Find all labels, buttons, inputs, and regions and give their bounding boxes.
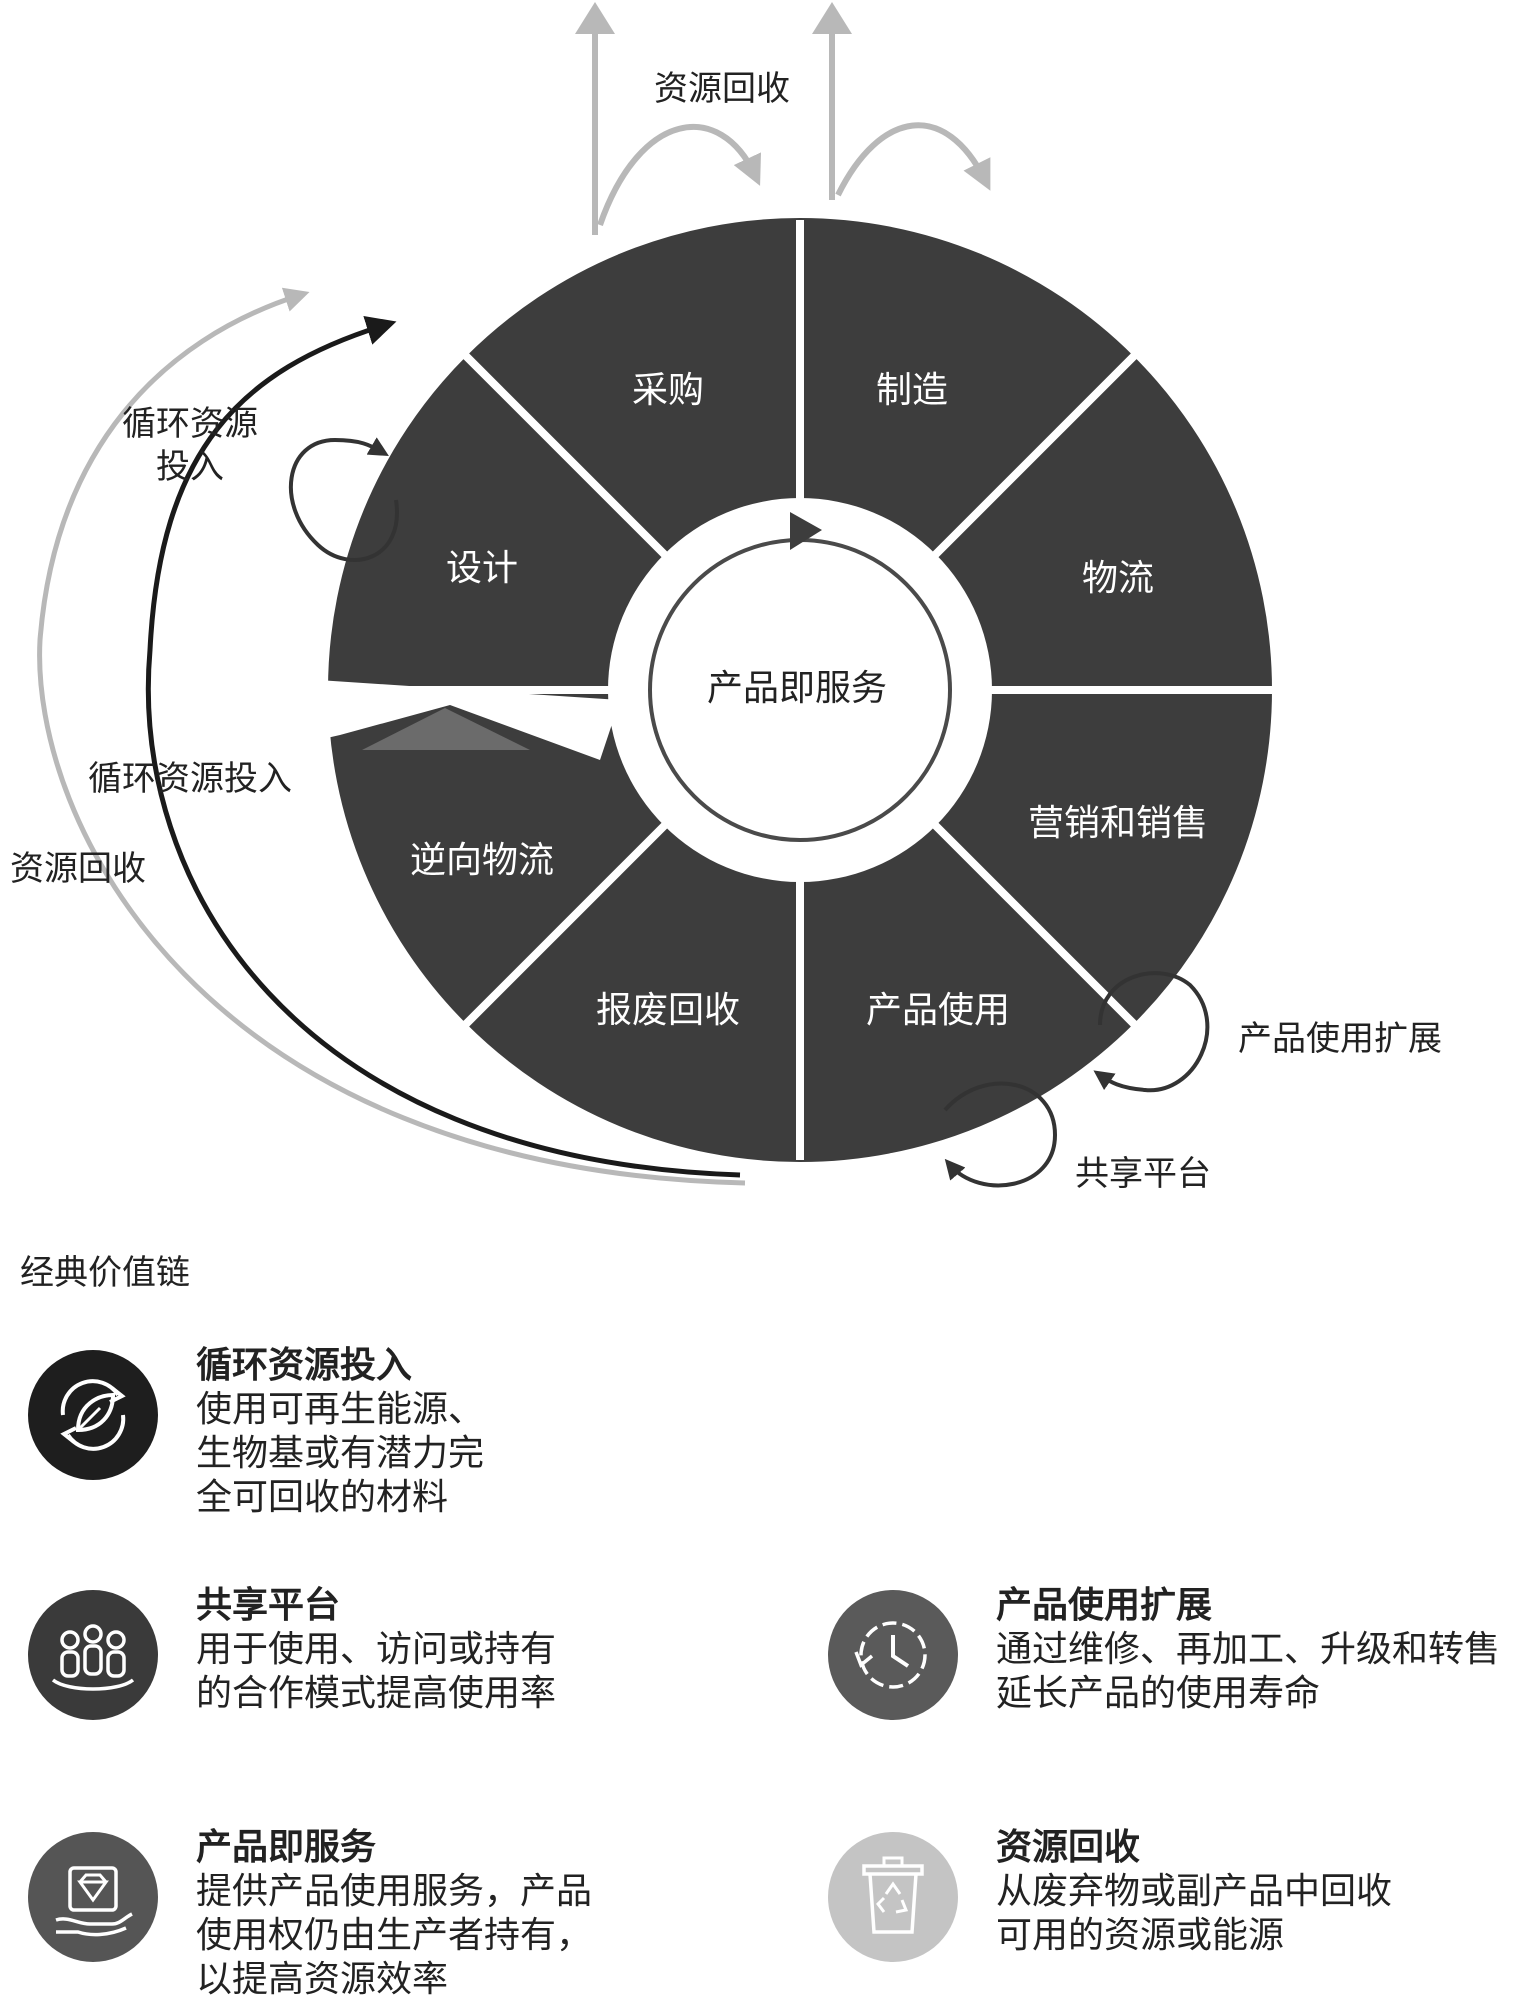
leaf-cycle-icon bbox=[28, 1350, 158, 1480]
wheel-segments bbox=[328, 218, 1272, 1162]
top-recovery-arrows bbox=[575, 2, 991, 235]
recycle-bin-icon bbox=[828, 1832, 958, 1962]
label-circular-input-lower: 循环资源投入 bbox=[88, 759, 292, 799]
label-life-extension: 产品使用扩展 bbox=[1238, 1019, 1442, 1059]
missing-piece-shadow bbox=[362, 708, 530, 750]
label-top-resource-recovery: 资源回收 bbox=[654, 69, 790, 109]
segment-label-manufacturing: 制造 bbox=[876, 370, 948, 411]
center-cycle-arrow bbox=[648, 512, 952, 842]
people-group-icon bbox=[28, 1590, 158, 1720]
legend-desc: 使用可再生能源、 生物基或有潜力完 全可回收的材料 bbox=[196, 1389, 485, 1518]
segment-label-procurement: 采购 bbox=[632, 370, 704, 411]
center-hub bbox=[608, 498, 992, 882]
segment-label-marketing: 营销和销售 bbox=[1028, 803, 1208, 844]
legend-title: 循环资源投入 bbox=[196, 1345, 413, 1386]
label-sharing-platform: 共享平台 bbox=[1075, 1154, 1211, 1194]
clock-cycle-icon bbox=[828, 1590, 958, 1720]
segment-label-reverse-logistics: 逆向物流 bbox=[410, 840, 554, 881]
segment-design bbox=[328, 356, 670, 690]
circular-value-chain-diagram: 采购 制造 物流 营销和销售 产品使用 报废回收 逆向物流 设计 产品即服务 资… bbox=[10, 2, 1442, 1194]
design-loop-arrow bbox=[288, 437, 399, 562]
segment-procurement bbox=[466, 218, 800, 560]
legend-title: 产品使用扩展 bbox=[996, 1585, 1213, 1626]
segment-marketing bbox=[930, 690, 1272, 1024]
center-label: 产品即服务 bbox=[707, 668, 887, 709]
label-circular-input-upper-2: 投入 bbox=[156, 447, 224, 487]
legend-desc: 从废弃物或副产品中回收 可用的资源或能源 bbox=[996, 1871, 1393, 1956]
diamond-hand-icon bbox=[28, 1832, 158, 1962]
sharing-loop-arrow bbox=[943, 1081, 1058, 1188]
legend-title: 产品即服务 bbox=[196, 1827, 377, 1868]
label-circular-input-upper-1: 循环资源 bbox=[122, 404, 258, 444]
legend-desc: 用于使用、访问或持有 的合作模式提高使用率 bbox=[196, 1629, 557, 1714]
legend-desc: 提供产品使用服务，产品 使用权仍由生产者持有， 以提高资源效率 bbox=[196, 1871, 593, 2000]
legend-title: 共享平台 bbox=[196, 1585, 341, 1626]
life-extension-loop-arrow bbox=[1093, 971, 1210, 1093]
legend-heading: 经典价值链 bbox=[20, 1253, 190, 1293]
segment-recycling bbox=[466, 820, 800, 1162]
segment-logistics bbox=[930, 356, 1272, 690]
segment-product-use bbox=[800, 820, 1134, 1162]
segment-label-logistics: 物流 bbox=[1082, 558, 1154, 599]
segment-label-design: 设计 bbox=[446, 548, 518, 589]
segment-reverse-logistics bbox=[328, 690, 670, 1024]
missing-piece-gap bbox=[318, 680, 620, 760]
segment-label-recycling: 报废回收 bbox=[596, 990, 740, 1031]
segment-manufacturing bbox=[800, 218, 1134, 560]
legend-title: 资源回收 bbox=[996, 1827, 1141, 1868]
legend-desc: 通过维修、再加工、升级和转售 延长产品的使用寿命 bbox=[996, 1629, 1501, 1714]
segment-label-product-use: 产品使用 bbox=[866, 990, 1010, 1031]
label-left-resource-recovery: 资源回收 bbox=[10, 849, 146, 889]
left-cycle-arcs bbox=[37, 287, 746, 1186]
